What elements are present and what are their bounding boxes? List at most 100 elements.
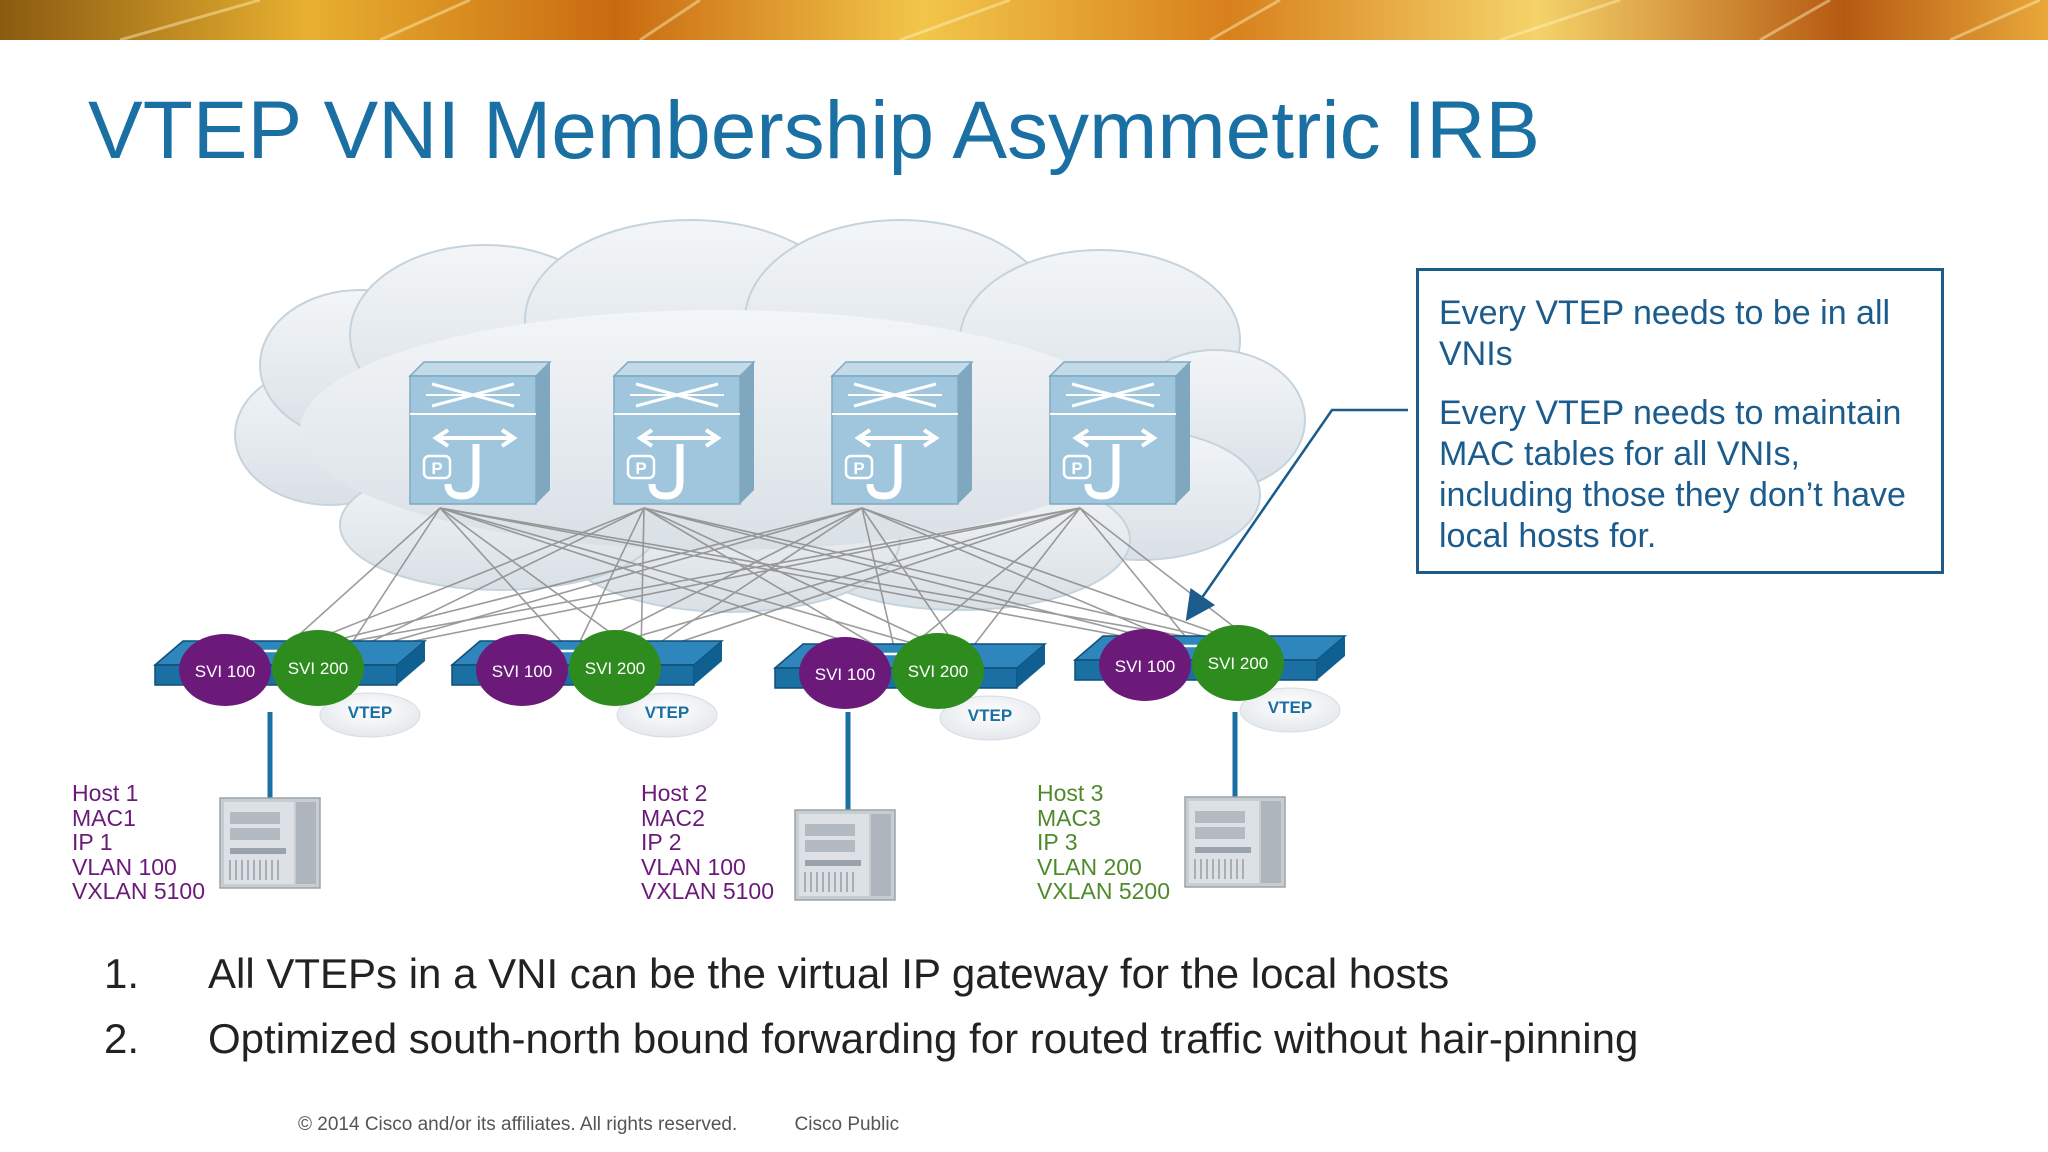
svi-100-label: SVI 100 — [1115, 657, 1176, 676]
spine-switch-icon: P — [612, 361, 756, 505]
spine-switch-icon: P — [1048, 361, 1192, 505]
host-1-label: Host 1 MAC1 IP 1 VLAN 100 VXLAN 5100 — [72, 781, 205, 904]
fabric-link — [643, 507, 1265, 651]
host-mac: MAC1 — [72, 804, 136, 831]
page-title: VTEP VNI Membership Asymmetric IRB — [88, 85, 1541, 176]
spine-badge-label: P — [431, 459, 442, 478]
fabric-link — [1079, 507, 1198, 651]
svi-100-node — [1099, 629, 1191, 701]
vtep-label: VTEP — [968, 706, 1012, 725]
svi-200-node — [892, 633, 984, 709]
fabric-link — [439, 507, 642, 656]
host-ip: IP 3 — [1037, 829, 1078, 855]
host-vlan: VLAN 100 — [72, 853, 177, 880]
fabric-link — [640, 507, 1081, 656]
svi-200-label: SVI 200 — [1208, 654, 1269, 673]
callout-line-1: Every VTEP needs to be in all VNIs — [1439, 294, 1891, 373]
fabric-link — [861, 507, 898, 659]
spine-badge-label: P — [853, 459, 864, 478]
fabric-link — [861, 507, 1265, 651]
svi-100-label: SVI 100 — [195, 662, 256, 681]
svi-100-node — [799, 637, 891, 709]
vtep-label: VTEP — [348, 703, 392, 722]
fabric-link — [439, 507, 575, 656]
host-links — [267, 712, 1238, 812]
svi-100-node — [476, 634, 568, 706]
bullet-number: 1. — [104, 950, 140, 997]
svi-200-node — [569, 630, 661, 706]
footer-copyright: © 2014 Cisco and/or its affiliates. All … — [298, 1114, 738, 1135]
fabric-link — [963, 507, 1081, 659]
svi-100-node — [179, 634, 271, 706]
host-vlan: VLAN 200 — [1037, 853, 1142, 880]
fabric-link — [640, 507, 863, 656]
callout-pointer — [1185, 408, 1408, 622]
leaf-switch: VTEP SVI 100 SVI 200 — [772, 633, 1048, 741]
vtep-badge — [1239, 687, 1341, 733]
footer-classification: Cisco Public — [794, 1114, 900, 1135]
fabric-links — [275, 507, 1265, 659]
fabric-link — [861, 507, 1197, 651]
spine-badge-label: P — [1071, 459, 1082, 478]
vtep-label: VTEP — [645, 703, 689, 722]
host-mac: MAC2 — [641, 804, 705, 831]
svi-200-node — [1192, 625, 1284, 701]
svi-200-label: SVI 200 — [288, 659, 349, 678]
vtep-badge — [616, 692, 718, 738]
spine-switch-icon: P — [408, 361, 552, 505]
bullet-text: All VTEPs in a VNI can be the virtual IP… — [208, 950, 1450, 997]
fabric-link — [276, 507, 645, 656]
host-ip: IP 2 — [641, 829, 682, 855]
fabric-link — [343, 507, 441, 656]
fabric-link — [343, 507, 863, 656]
leaf-switch: VTEP SVI 100 SVI 200 — [449, 630, 725, 738]
leaf-switch: VTEP SVI 100 SVI 200 — [152, 630, 428, 738]
footer: © 2014 Cisco and/or its affiliates. All … — [298, 1114, 899, 1136]
leaf-switch: VTEP SVI 100 SVI 200 — [1072, 625, 1348, 733]
fabric-link — [573, 507, 1081, 656]
fabric-link — [643, 507, 1197, 651]
header-banner — [0, 0, 2048, 40]
fabric-link — [572, 507, 645, 656]
fabric-link — [643, 507, 897, 659]
spine-badge-label: P — [635, 459, 646, 478]
callout-line-2: Every VTEP needs to maintain MAC tables … — [1439, 394, 1906, 555]
vtep-badge — [939, 695, 1041, 741]
fabric-link — [439, 507, 1197, 651]
host-2-label: Host 2 MAC2 IP 2 VLAN 100 VXLAN 5100 — [641, 781, 774, 904]
fabric-link — [643, 507, 965, 659]
svi-100-label: SVI 100 — [492, 662, 553, 681]
host-vxlan: VXLAN 5100 — [641, 878, 774, 904]
host-3-label: Host 3 MAC3 IP 3 VLAN 200 VXLAN 5200 — [1037, 781, 1170, 904]
vtep-label: VTEP — [1268, 698, 1312, 717]
host-mac: MAC3 — [1037, 804, 1101, 831]
server-icon — [1184, 796, 1286, 888]
spine-switch-icon: P — [830, 361, 974, 505]
host-vlan: VLAN 100 — [641, 853, 746, 880]
fabric-link — [276, 507, 1081, 656]
svi-200-label: SVI 200 — [908, 662, 969, 681]
host-vxlan: VXLAN 5100 — [72, 878, 205, 904]
bullet-text: Optimized south-north bound forwarding f… — [208, 1015, 1639, 1062]
server-icon — [794, 809, 896, 901]
fabric-link — [640, 507, 645, 656]
host-name: Host 3 — [1037, 780, 1104, 806]
svi-200-node — [272, 630, 364, 706]
svi-100-label: SVI 100 — [815, 665, 876, 684]
host-name: Host 2 — [641, 780, 708, 806]
host-vxlan: VXLAN 5200 — [1037, 878, 1170, 904]
callout-box: Every VTEP needs to be in all VNIs Every… — [1416, 268, 1944, 574]
host-name: Host 1 — [72, 780, 139, 806]
fabric-link — [343, 507, 1081, 656]
fabric-link — [895, 507, 1081, 659]
vtep-badge — [319, 692, 421, 738]
bullet-number: 2. — [104, 1015, 140, 1062]
svi-200-label: SVI 200 — [585, 659, 646, 678]
fabric-link — [343, 507, 645, 656]
host-ip: IP 1 — [72, 829, 113, 855]
server-icon — [219, 797, 321, 889]
fabric-link — [276, 507, 863, 656]
fabric-link — [861, 507, 965, 659]
fabric-link — [275, 507, 441, 656]
